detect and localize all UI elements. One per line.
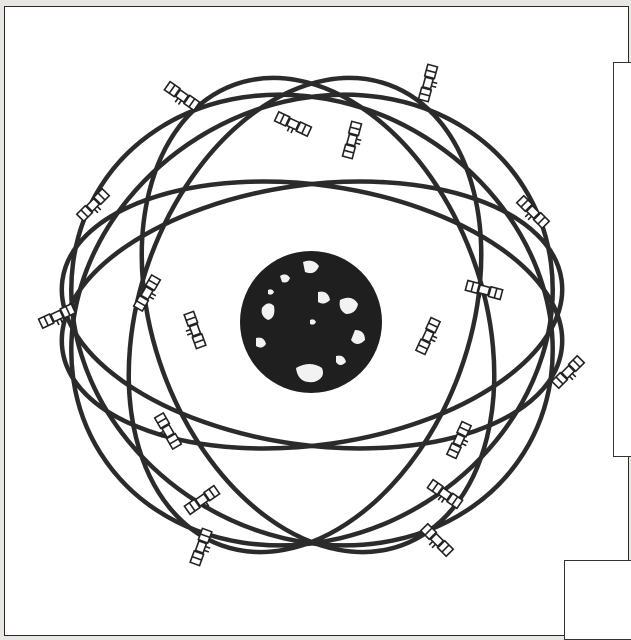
satellite-icon	[162, 82, 200, 114]
satellite-icon	[190, 528, 215, 567]
satellite-icon	[343, 121, 366, 159]
satellite-icon	[419, 64, 442, 102]
satellite-icon	[416, 318, 444, 357]
satellite-icon	[180, 311, 205, 350]
satellite-icon	[447, 422, 475, 461]
satellite-icon	[425, 480, 463, 512]
earth-globe	[240, 251, 382, 393]
satellite-icon	[273, 112, 312, 140]
